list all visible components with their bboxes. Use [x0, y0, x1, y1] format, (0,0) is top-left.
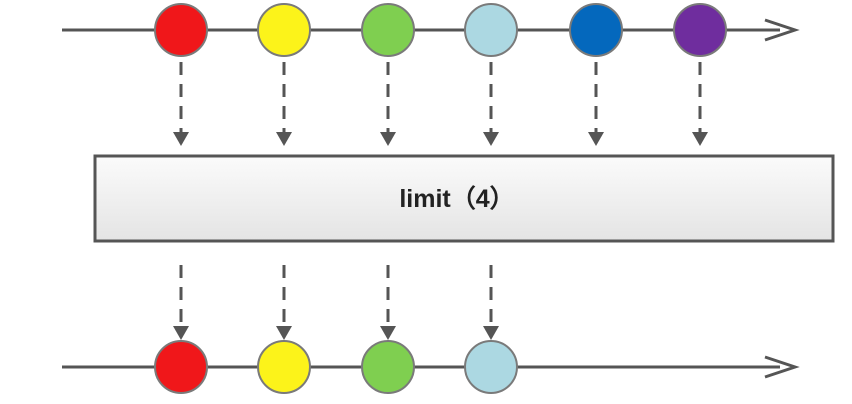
- input-arrow-red: [173, 62, 189, 146]
- operator-box: limit（4）: [93, 154, 835, 243]
- output-arrow-yellow: [276, 265, 292, 340]
- output-arrow-green: [380, 265, 396, 340]
- input-marble-red: [154, 3, 208, 57]
- input-arrow-light-blue: [483, 62, 499, 146]
- input-arrows: [173, 62, 708, 146]
- output-marble-light-blue: [464, 340, 518, 394]
- output-marbles: [154, 340, 518, 394]
- input-marbles: [154, 3, 727, 57]
- input-marble-purple: [673, 3, 727, 57]
- output-marble-red: [154, 340, 208, 394]
- input-marble-blue: [569, 3, 623, 57]
- input-arrow-blue: [588, 62, 604, 146]
- input-arrow-purple: [692, 62, 708, 146]
- output-marble-green: [361, 340, 415, 394]
- input-arrow-green: [380, 62, 396, 146]
- operator-label: limit（4）: [399, 184, 514, 213]
- input-marble-light-blue: [464, 3, 518, 57]
- input-marble-yellow: [257, 3, 311, 57]
- output-marble-yellow: [257, 340, 311, 394]
- output-arrow-red: [173, 265, 189, 340]
- output-arrows: [173, 265, 499, 340]
- input-marble-green: [361, 3, 415, 57]
- input-arrow-yellow: [276, 62, 292, 146]
- output-arrow-light-blue: [483, 265, 499, 340]
